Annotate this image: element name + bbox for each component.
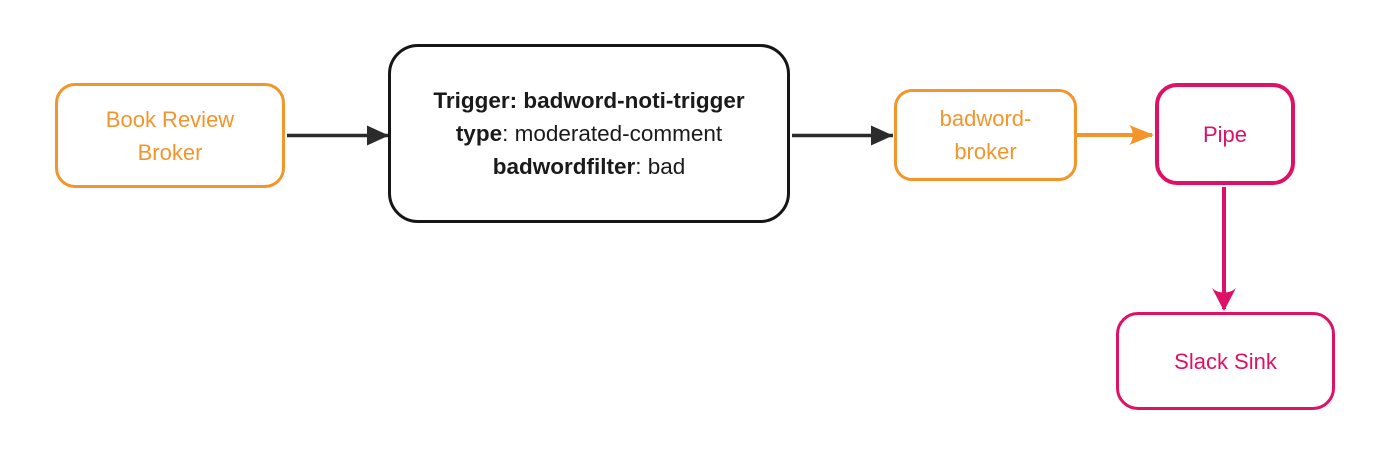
trigger-line-1: Trigger: badword-noti-trigger (433, 84, 744, 117)
node-pipe: Pipe (1155, 83, 1295, 185)
trigger-line-2-bold: type (455, 121, 503, 146)
node-badword-broker: badword-broker (894, 89, 1077, 181)
trigger-line-3-rest: : bad (635, 154, 686, 179)
node-book-review-broker: Book Review Broker (55, 83, 285, 188)
trigger-line-1-bold: Trigger: badword-noti-trigger (433, 88, 745, 113)
node-pipe-label: Pipe (1202, 121, 1248, 147)
node-slack-sink-label: Slack Sink (1174, 348, 1277, 374)
trigger-line-3-bold: badwordfilter (492, 154, 636, 179)
trigger-line-2-rest: : moderated-comment (502, 121, 723, 146)
node-trigger: Trigger: badword-noti-trigger type: mode… (388, 44, 790, 223)
trigger-line-2: type: moderated-comment (456, 117, 722, 150)
node-book-review-broker-label: Book Review Broker (105, 106, 235, 165)
node-badword-broker-label: badword-broker (939, 106, 1032, 164)
node-slack-sink: Slack Sink (1116, 312, 1335, 410)
trigger-line-3: badwordfilter: bad (493, 150, 686, 183)
